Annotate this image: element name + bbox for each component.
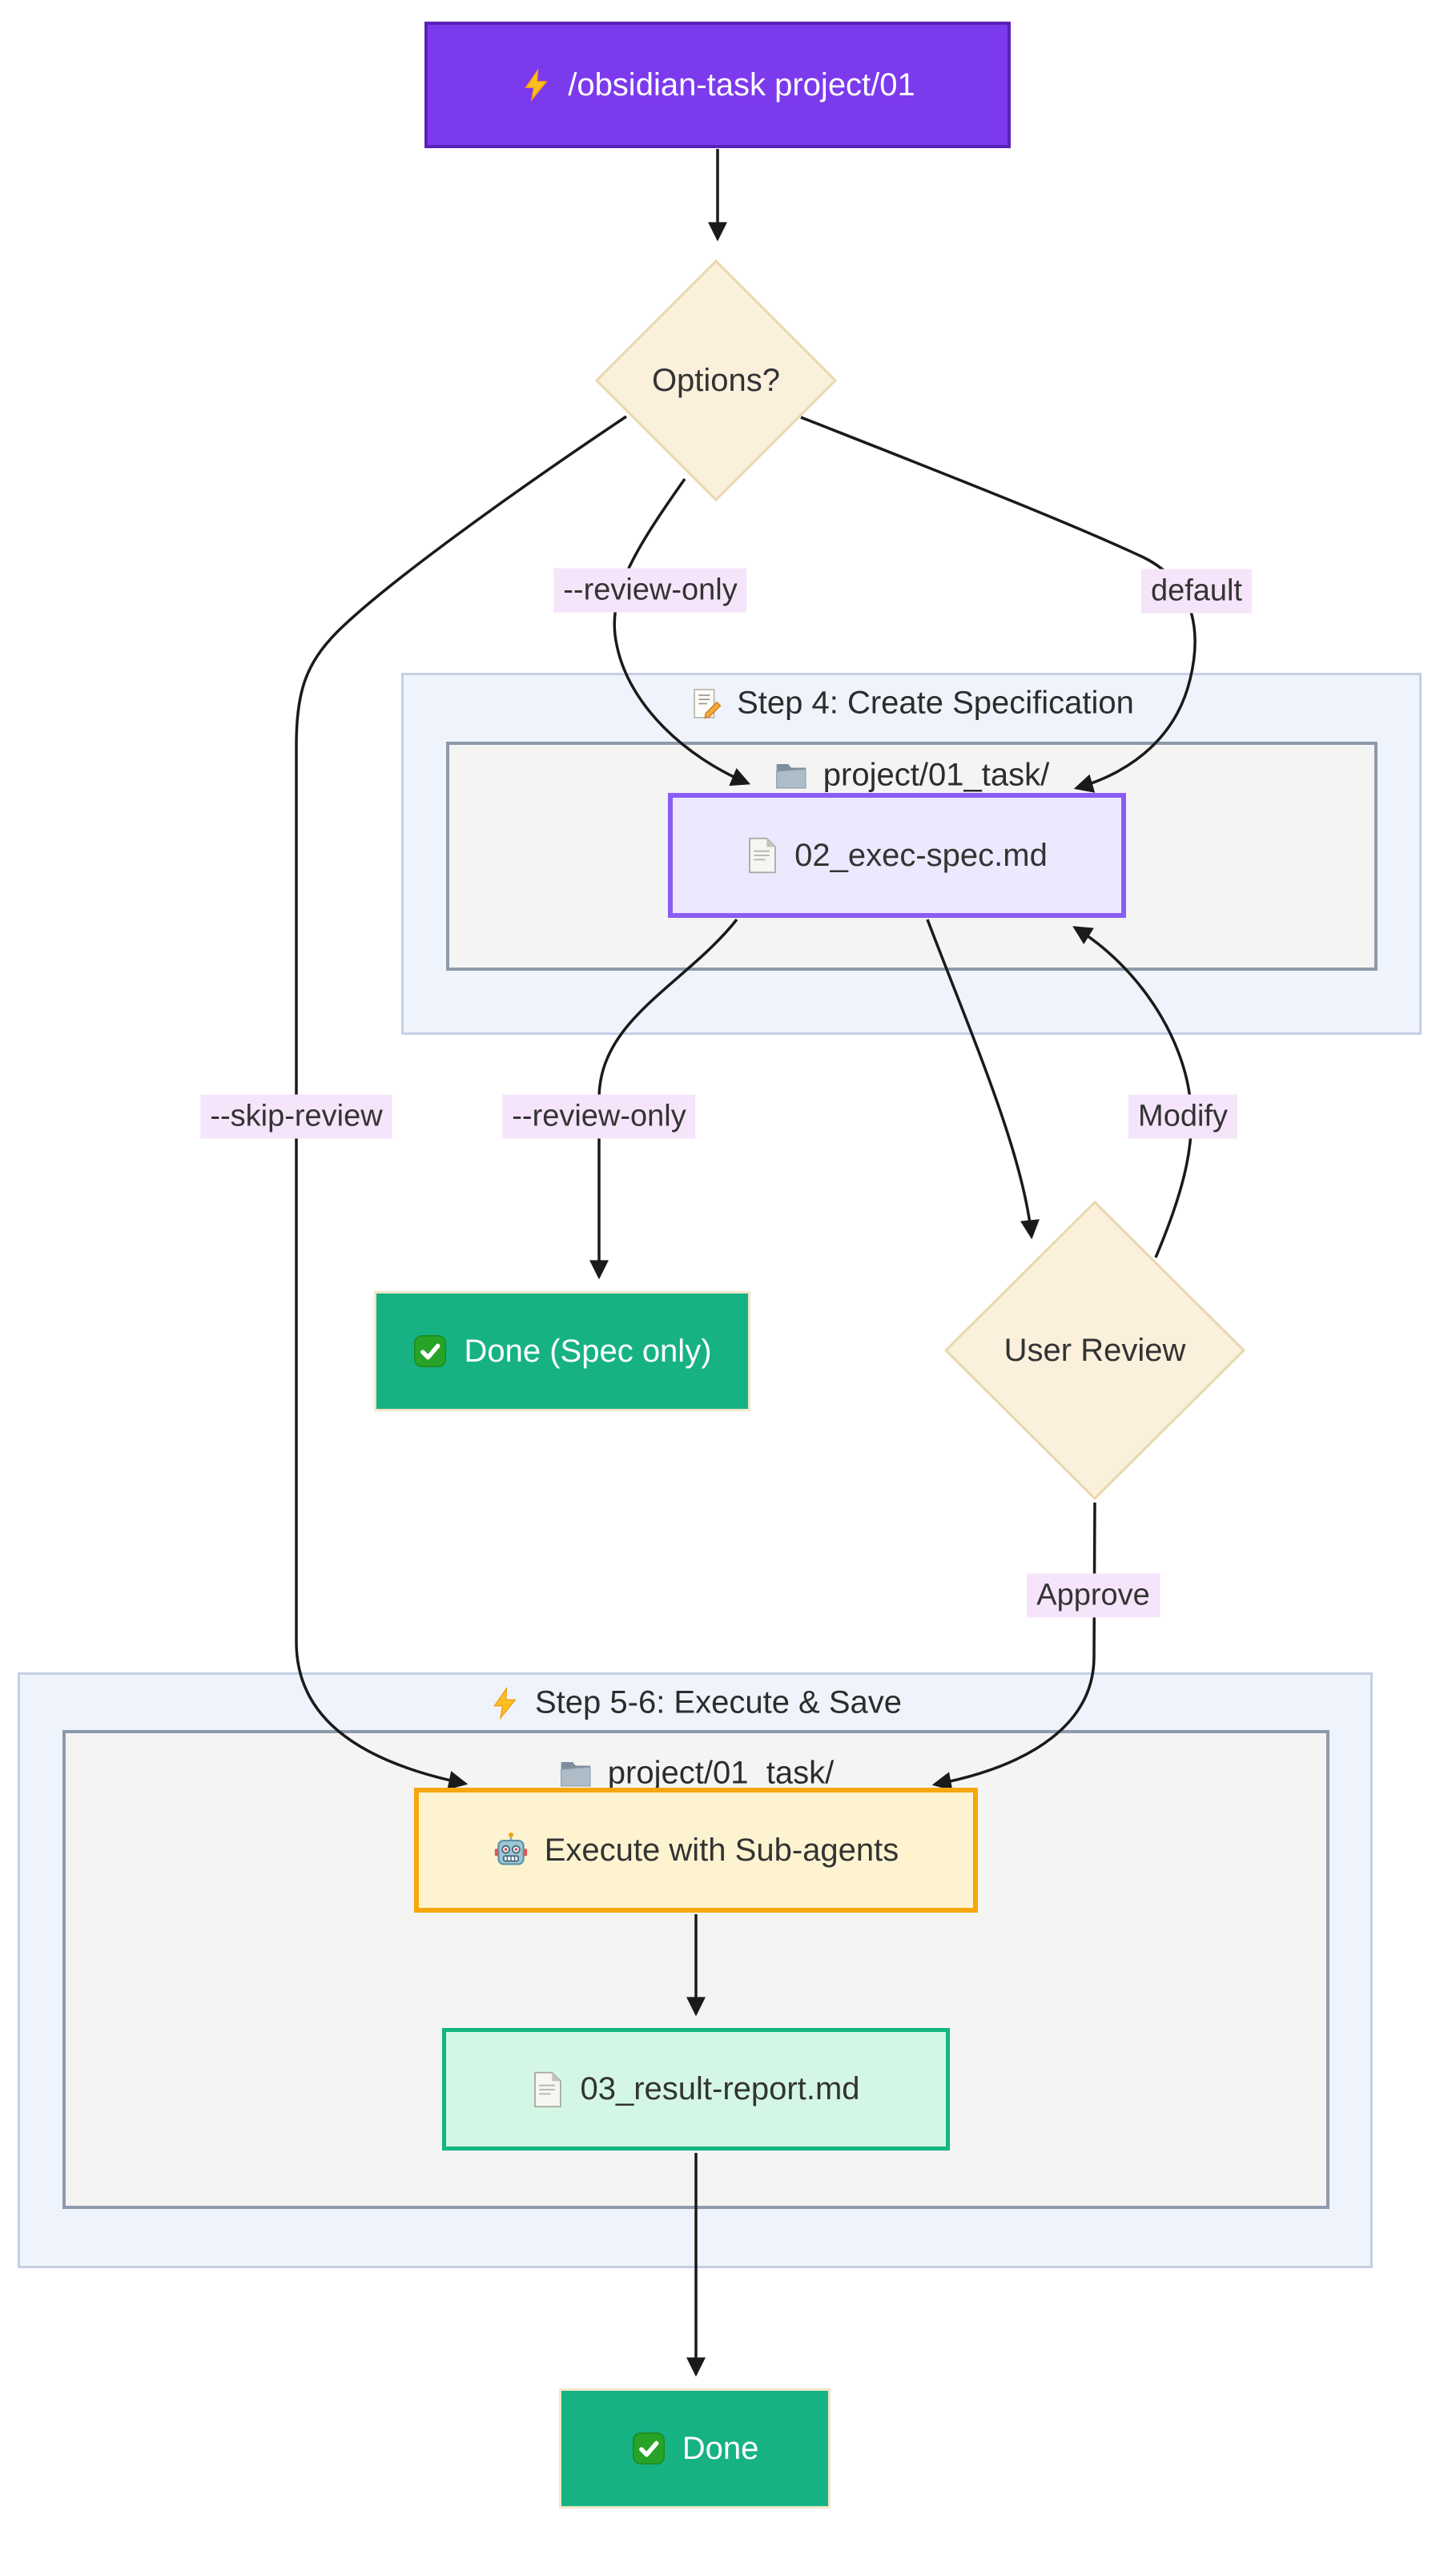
edge-label-review-only: --review-only — [553, 568, 747, 613]
cluster-title-text: Step 4: Create Specification — [737, 685, 1134, 721]
check-icon — [412, 1334, 448, 1369]
cluster-step4-title: Step 4: Create Specification — [689, 686, 1134, 722]
edge-label-approve: Approve — [1027, 1573, 1160, 1618]
edge-label-modify: Modify — [1128, 1094, 1237, 1139]
node-label: 03_result-report.md — [580, 2071, 860, 2106]
node-label: 02_exec-spec.md — [794, 837, 1048, 873]
edge-label-review-only-mid: --review-only — [502, 1094, 696, 1139]
page-icon — [746, 837, 778, 874]
robot-icon — [493, 1831, 529, 1869]
node-done: Done — [559, 2388, 831, 2509]
node-label: User Review — [1004, 1332, 1186, 1368]
node-label: Done (Spec only) — [464, 1333, 712, 1369]
cluster-title-text: project/01_task/ — [823, 757, 1050, 793]
node-exec-spec: 02_exec-spec.md — [668, 793, 1126, 918]
node-execute-subagents: Execute with Sub-agents — [414, 1788, 978, 1913]
cluster-step4-folder-title: project/01_task/ — [774, 758, 1049, 794]
node-label: Done — [682, 2430, 759, 2466]
cluster-step56-folder-title: project/01_task/ — [558, 1756, 834, 1792]
node-options-decision: Options? — [594, 259, 838, 502]
cluster-title-text: project/01_task/ — [607, 1755, 835, 1791]
edge-label-skip-review: --skip-review — [200, 1094, 392, 1139]
node-result-report: 03_result-report.md — [442, 2028, 950, 2151]
cluster-step56-title: Step 5-6: Execute & Save — [489, 1685, 902, 1721]
folder-icon — [774, 759, 809, 791]
page-icon — [532, 2071, 564, 2108]
edge-label-default: default — [1140, 569, 1253, 614]
node-done-spec-only: Done (Spec only) — [374, 1291, 750, 1411]
memo-icon — [689, 686, 722, 720]
folder-icon — [558, 1757, 593, 1789]
node-start: /obsidian-task project/01 — [424, 22, 1011, 148]
node-label: Execute with Sub-agents — [544, 1832, 899, 1868]
zap-icon — [489, 1685, 521, 1720]
zap-icon — [520, 66, 552, 103]
node-user-review-decision: User Review — [943, 1200, 1246, 1501]
check-icon — [631, 2431, 666, 2466]
node-label: /obsidian-task project/01 — [568, 66, 915, 103]
cluster-title-text: Step 5-6: Execute & Save — [534, 1684, 903, 1720]
node-label: Options? — [651, 362, 781, 398]
